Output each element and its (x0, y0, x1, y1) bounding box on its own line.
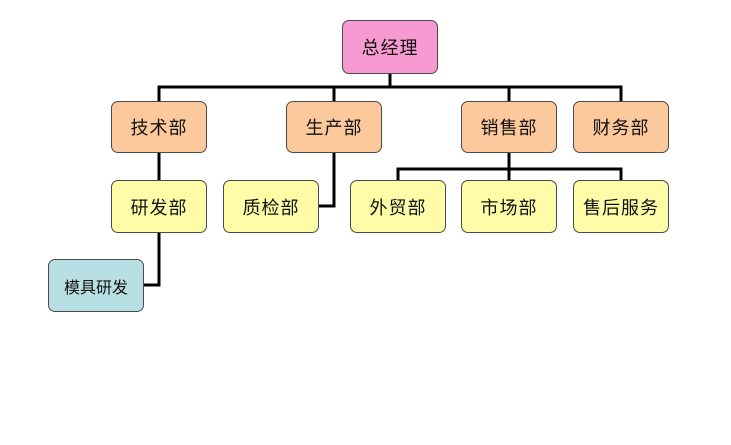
node-rnd-dept[interactable]: 研发部 (111, 180, 207, 233)
node-after-sales-service[interactable]: 售后服务 (573, 180, 669, 233)
node-tech-dept[interactable]: 技术部 (111, 101, 207, 153)
connector-rnd-mold (142, 231, 161, 287)
node-production-dept[interactable]: 生产部 (286, 101, 382, 153)
node-sales-dept[interactable]: 销售部 (461, 101, 557, 153)
node-market-dept[interactable]: 市场部 (461, 180, 557, 233)
node-qc-dept[interactable]: 质检部 (223, 180, 319, 233)
node-finance-dept[interactable]: 财务部 (573, 101, 669, 153)
node-mold-rnd[interactable]: 模具研发 (48, 259, 144, 312)
node-foreign-trade-dept[interactable]: 外贸部 (350, 180, 446, 233)
node-general-manager[interactable]: 总经理 (342, 20, 438, 74)
connector-production-qc (318, 151, 336, 208)
